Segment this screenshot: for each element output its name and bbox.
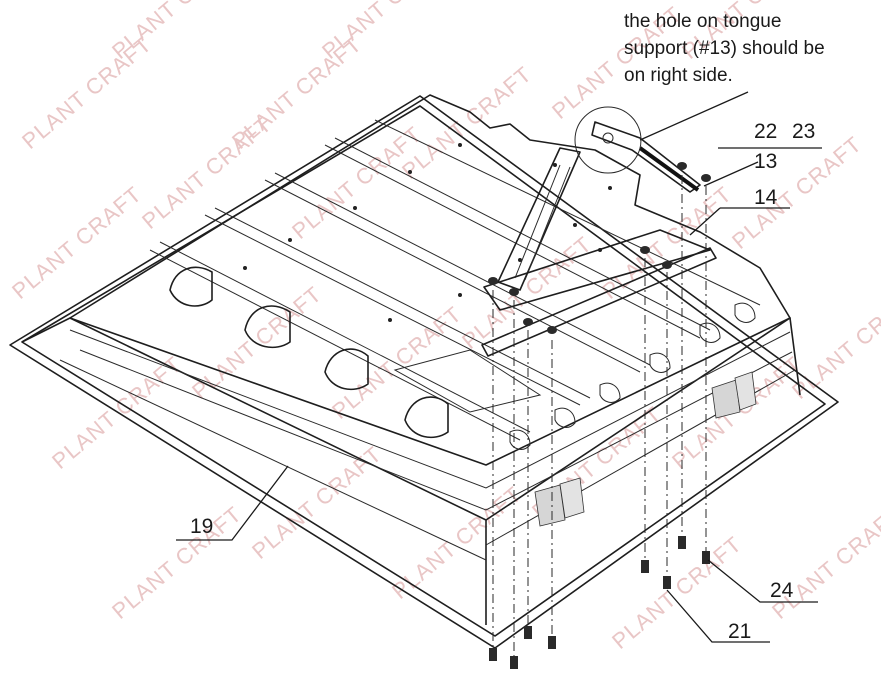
handle-cups <box>169 266 449 439</box>
watermark-text: PLANT CRAFT <box>107 0 246 64</box>
callout-13: 13 <box>754 150 777 173</box>
detail-circle <box>574 106 642 174</box>
watermark-text: PLANT CRAFT <box>787 281 881 404</box>
tray-body <box>9 94 839 649</box>
deck-rib-4 <box>324 144 701 339</box>
watermark-text: PLANT CRAFT <box>107 501 246 624</box>
assembly-note: the hole on tongue support (#13) should … <box>624 8 879 89</box>
tray-rim-inner-edge <box>21 105 826 637</box>
tongue-support-bracket <box>497 106 701 291</box>
tray-step-line-4 <box>59 359 487 561</box>
nuts <box>488 162 711 334</box>
watermark-text: PLANT CRAFT <box>317 0 456 64</box>
tray-step-line-1 <box>69 329 791 489</box>
tray-step-line-2 <box>79 349 793 511</box>
front-slot <box>393 349 542 413</box>
assembly-lines <box>492 175 707 660</box>
watermark-text: PLANT CRAFT <box>327 301 466 424</box>
note-line-1: the hole on tongue <box>624 11 782 32</box>
tray-outer-rim <box>9 95 839 649</box>
wall-shading <box>534 371 757 527</box>
plate-14-lower <box>483 229 711 311</box>
tongue-support-top <box>591 121 701 193</box>
cross-bar <box>481 229 717 357</box>
tongue-hole <box>602 132 614 144</box>
watermark-text: PLANT CRAFT <box>247 441 386 564</box>
deck-rib-2 <box>204 214 581 406</box>
callout-19: 19 <box>190 515 213 538</box>
note-line-2: support (#13) should be <box>624 38 825 59</box>
callout-14: 14 <box>754 186 778 209</box>
note-line-3: on right side. <box>624 65 733 86</box>
tray-front-wall <box>21 317 487 625</box>
leader-lines <box>176 91 822 643</box>
deck-rib-5 <box>374 119 761 306</box>
callout-24: 24 <box>770 579 794 602</box>
watermark-text: PLANT CRAFT <box>7 181 146 304</box>
deck-rib-4b <box>334 137 711 331</box>
watermark-text: PLANT CRAFT <box>767 501 881 624</box>
callout-21: 21 <box>728 620 751 643</box>
tray-top-deck <box>69 94 791 466</box>
right-side-cups <box>509 302 756 450</box>
cross-bar-14 <box>481 247 717 357</box>
tongue-support-arm <box>497 147 581 291</box>
deck-rib-3 <box>264 179 641 373</box>
callout-23: 23 <box>792 120 815 143</box>
deck-rib-2b <box>214 207 591 399</box>
watermark-text: PLANT CRAFT <box>607 531 746 654</box>
deck-rib-1b <box>159 241 531 433</box>
bolts <box>489 536 710 669</box>
deck-rib-3b <box>274 172 651 366</box>
watermark-text: PLANT CRAFT <box>727 131 866 254</box>
callout-22: 22 <box>754 120 777 143</box>
